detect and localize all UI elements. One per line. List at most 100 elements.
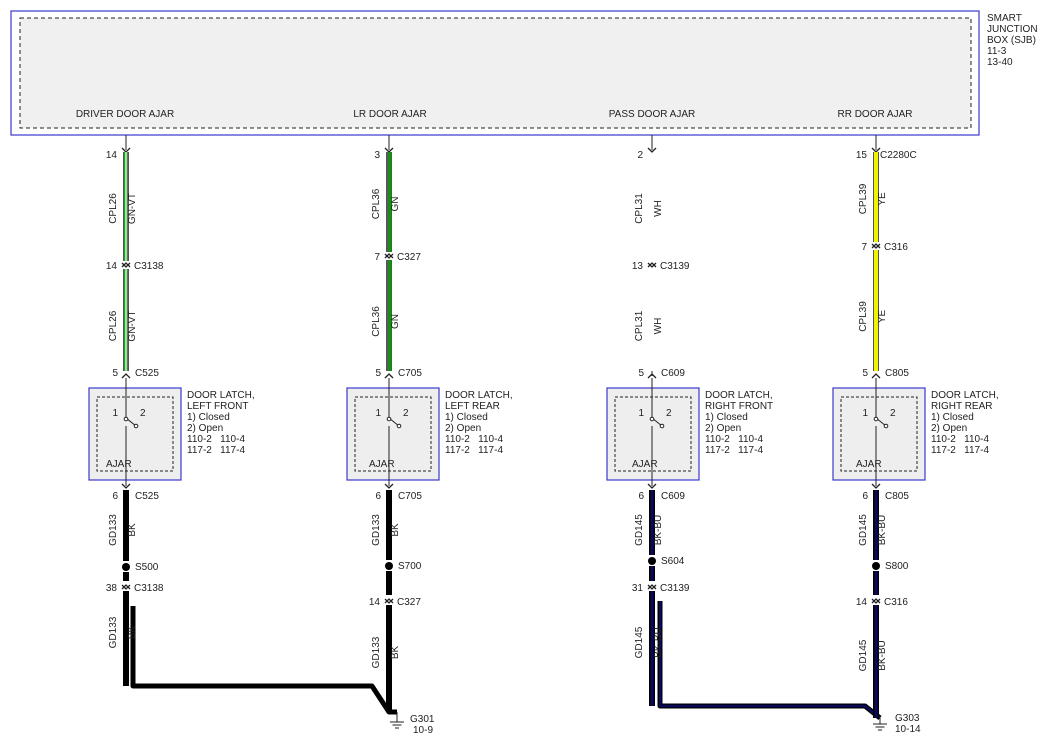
wire-color: GN-VT bbox=[127, 310, 138, 341]
ground-g303: G303 10-14 bbox=[873, 713, 921, 735]
switch-pos-1: 1 bbox=[375, 408, 381, 419]
circuit-id: GD145 bbox=[858, 514, 869, 546]
sjb-pin: 3 bbox=[374, 150, 380, 161]
connector-symbol bbox=[647, 584, 657, 590]
wire-color: YE bbox=[877, 192, 888, 206]
latch-ref: 110-2 110-4 bbox=[187, 434, 245, 445]
connector-symbol bbox=[871, 483, 881, 489]
latch-state: 1) Closed bbox=[931, 412, 974, 423]
connector-symbol bbox=[871, 373, 881, 379]
ground-pin: 14 bbox=[856, 597, 868, 608]
latch-connector-bottom: C705 bbox=[398, 491, 422, 502]
latch-ref: 110-2 110-4 bbox=[705, 434, 763, 445]
ground-g301: G301 10-9 bbox=[390, 712, 435, 736]
wire-color: BK bbox=[127, 626, 138, 640]
switch-pos-2: 2 bbox=[403, 408, 409, 419]
sjb-name-line: JUNCTION bbox=[987, 24, 1038, 35]
latch-ref: 117-2 117-4 bbox=[445, 445, 503, 456]
switch-label: AJAR bbox=[632, 459, 658, 470]
latch-ref: 117-2 117-4 bbox=[931, 445, 989, 456]
wire-color: GN bbox=[390, 197, 401, 212]
connector-symbol bbox=[647, 147, 657, 153]
switch-contact bbox=[396, 423, 402, 429]
circuit-id: CPL39 bbox=[858, 183, 869, 214]
switch-contact bbox=[386, 416, 392, 422]
circuit-id: CPL36 bbox=[371, 306, 382, 337]
splice-dot bbox=[122, 563, 130, 571]
latch-pin-bottom: 6 bbox=[375, 491, 381, 502]
circuit-id: CPL36 bbox=[371, 188, 382, 219]
mid-connector: C327 bbox=[397, 252, 421, 263]
latch-connector-top: C805 bbox=[885, 368, 909, 379]
mid-pin: 7 bbox=[374, 252, 380, 263]
switch-pos-2: 2 bbox=[666, 408, 672, 419]
circuit-id: CPL31 bbox=[634, 310, 645, 341]
ground-bus-left bbox=[130, 606, 397, 715]
latch-pin-top: 5 bbox=[112, 368, 118, 379]
connector-symbol bbox=[647, 262, 657, 268]
connector-symbol bbox=[871, 598, 881, 604]
ground-name: G303 bbox=[895, 713, 920, 724]
mid-pin: 7 bbox=[861, 242, 867, 253]
sjb-name-line: BOX (SJB) bbox=[987, 35, 1036, 46]
ground-bus-right bbox=[657, 601, 882, 720]
wire-color: WH bbox=[653, 318, 664, 335]
mid-connector: C316 bbox=[884, 242, 908, 253]
latch-title: LEFT FRONT bbox=[187, 401, 248, 412]
sjb-name-line: 11-3 bbox=[987, 46, 1007, 57]
splice-name: S604 bbox=[661, 556, 685, 567]
smart-junction-box: SMART JUNCTION BOX (SJB) 11-3 13-40 DRIV… bbox=[10, 10, 1038, 136]
circuit-id: GD145 bbox=[634, 626, 645, 658]
connector-symbol bbox=[647, 262, 657, 268]
connector-symbol bbox=[384, 373, 394, 379]
latch-state: 2) Open bbox=[931, 423, 967, 434]
wire-color: BK-BU bbox=[653, 627, 664, 658]
wire-color: BK-BU bbox=[877, 640, 888, 671]
connector-symbol bbox=[121, 584, 131, 590]
ground-pin: 31 bbox=[632, 583, 644, 594]
wire-color: BK bbox=[390, 523, 401, 537]
ground-connector: C327 bbox=[397, 597, 421, 608]
connector-symbol bbox=[384, 253, 394, 259]
latch-pin-top: 5 bbox=[375, 368, 381, 379]
ground-ref: 10-14 bbox=[895, 724, 921, 735]
latch-title: RIGHT REAR bbox=[931, 401, 993, 412]
sjb-output-pass-door-ajar: PASS DOOR AJAR bbox=[609, 109, 696, 120]
connector-symbol bbox=[871, 598, 881, 604]
splice-dot bbox=[872, 562, 880, 570]
circuit-id: GD145 bbox=[858, 639, 869, 671]
latch-inner bbox=[840, 396, 918, 472]
circuit-id: GD133 bbox=[108, 514, 119, 546]
splice-dot bbox=[385, 562, 393, 570]
switch-pos-1: 1 bbox=[112, 408, 118, 419]
connector-symbol bbox=[121, 262, 131, 268]
latch-connector-top: C525 bbox=[135, 368, 159, 379]
sjb-output-rr-door-ajar: RR DOOR AJAR bbox=[837, 109, 912, 120]
latch-pin-top: 5 bbox=[862, 368, 868, 379]
splice-name: S800 bbox=[885, 561, 909, 572]
latch-title: DOOR LATCH, bbox=[445, 390, 513, 401]
latch-title: DOOR LATCH, bbox=[187, 390, 255, 401]
splice-name: S700 bbox=[398, 561, 422, 572]
connector-symbol bbox=[121, 373, 131, 379]
sjb-name-line: 13-40 bbox=[987, 57, 1013, 68]
wire-color: GN bbox=[390, 314, 401, 329]
latch-state: 2) Open bbox=[445, 423, 481, 434]
sjb-connector: C2280C bbox=[880, 150, 917, 161]
circuit-id: GD145 bbox=[634, 514, 645, 546]
wire-color: BK-BU bbox=[653, 515, 664, 546]
circuit-id: CPL26 bbox=[108, 193, 119, 224]
switch-label: AJAR bbox=[369, 459, 395, 470]
wire-color: BK-BU bbox=[877, 515, 888, 546]
switch-pos-2: 2 bbox=[140, 408, 146, 419]
mid-connector: C3138 bbox=[134, 261, 164, 272]
circuit-id: GD133 bbox=[371, 514, 382, 546]
